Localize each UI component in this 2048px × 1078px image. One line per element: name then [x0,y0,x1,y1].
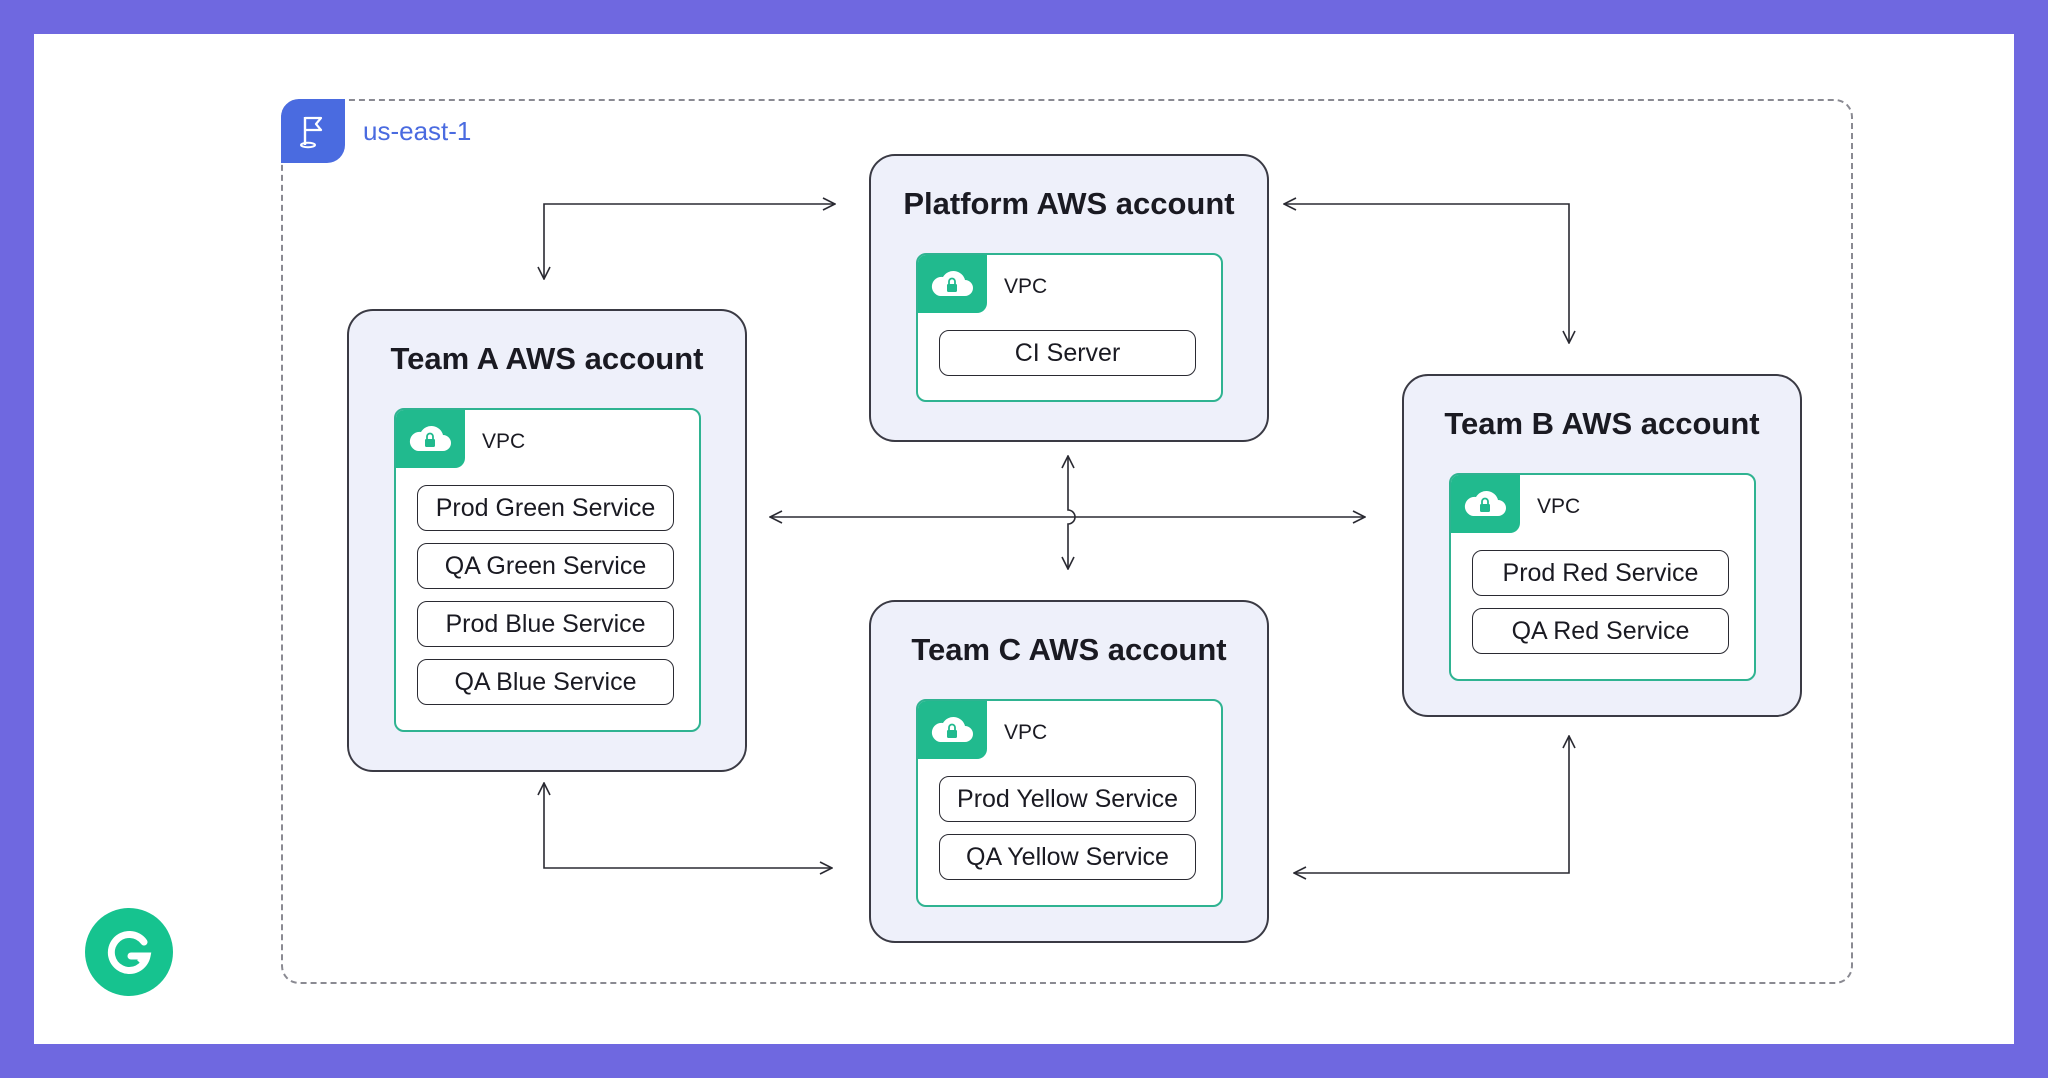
team-a-account: Team A AWS account VPC Prod Green Servic… [347,309,747,772]
vpc-label: VPC [1004,721,1048,744]
cloud-lock-icon [1451,475,1520,533]
service-qa-yellow: QA Yellow Service [939,834,1196,880]
vpc-label: VPC [482,430,526,453]
arrow-platform-team-a [544,204,835,279]
arrow-team-a-team-c [544,783,832,868]
grammarly-logo-icon [85,908,173,996]
service-qa-red: QA Red Service [1472,608,1729,654]
service-prod-green: Prod Green Service [417,485,674,531]
vpc-label: VPC [1004,275,1048,298]
region-label: us-east-1 [363,116,472,146]
account-title: Team B AWS account [1444,406,1760,441]
service-prod-blue: Prod Blue Service [417,601,674,647]
team-b-account: Team B AWS account VPC Prod Red Service … [1402,374,1802,717]
vpc: VPC Prod Red Service QA Red Service [1449,473,1756,681]
vpc: VPC Prod Yellow Service QA Yellow Servic… [916,699,1223,907]
vpc-label: VPC [1537,495,1581,518]
service-qa-blue: QA Blue Service [417,659,674,705]
arrow-platform-team-b [1284,204,1569,343]
region-boundary [281,99,1853,984]
arrow-team-b-team-c [1294,736,1569,873]
platform-account: Platform AWS account VPC CI Server [869,154,1269,442]
cloud-lock-icon [918,255,987,313]
arrow-platform-team-c [1068,456,1076,569]
account-title: Team A AWS account [390,341,704,376]
service-prod-yellow: Prod Yellow Service [939,776,1196,822]
service-qa-green: QA Green Service [417,543,674,589]
cloud-lock-icon [396,410,465,468]
account-title: Platform AWS account [903,186,1235,221]
service-prod-red: Prod Red Service [1472,550,1729,596]
service-ci-server: CI Server [939,330,1196,376]
vpc: VPC CI Server [916,253,1223,402]
vpc: VPC Prod Green Service QA Green Service … [394,408,701,732]
cloud-lock-icon [918,701,987,759]
flag-icon [281,99,345,163]
team-c-account: Team C AWS account VPC Prod Yellow Servi… [869,600,1269,943]
account-title: Team C AWS account [911,632,1227,667]
